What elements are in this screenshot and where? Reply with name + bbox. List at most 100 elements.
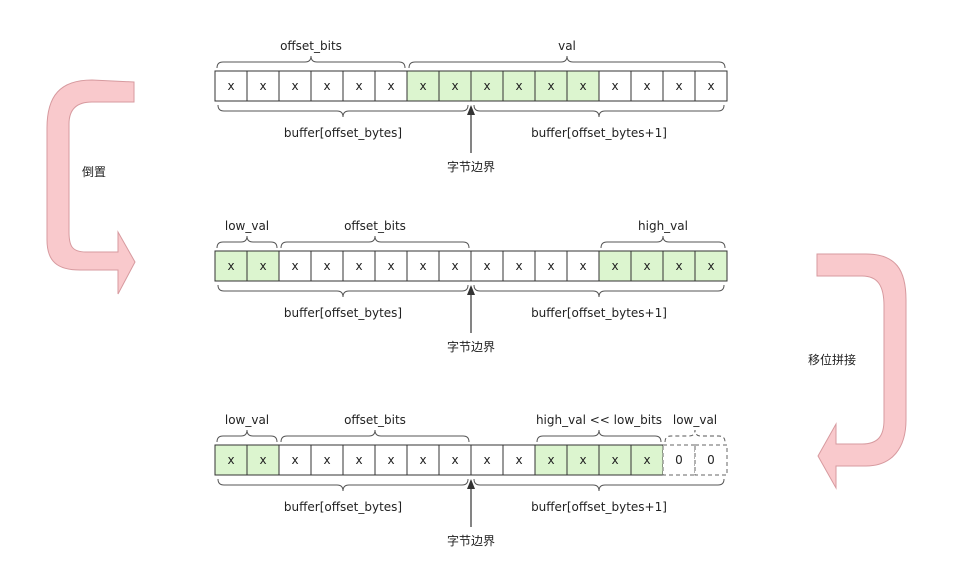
bit-cell-value: x <box>355 259 362 273</box>
bit-cell-value: x <box>323 453 330 467</box>
bit-cell-value: x <box>579 259 586 273</box>
bit-cell-value: x <box>707 259 714 273</box>
top-brace-label: offset_bits <box>344 219 406 233</box>
top-brace-label: low_val <box>673 413 717 427</box>
top-brace <box>664 429 726 443</box>
top-brace <box>600 235 726 249</box>
bit-cell <box>342 70 376 102</box>
byte-boundary-arrowhead <box>467 479 475 489</box>
top-brace <box>536 429 662 443</box>
bit-cell-value: x <box>355 453 362 467</box>
padding-bit-cell <box>694 444 728 476</box>
bit-cell-value: x <box>227 453 234 467</box>
bottom-brace <box>473 284 725 298</box>
bit-cell-value: x <box>515 453 522 467</box>
invert-arrow-shape <box>46 79 136 295</box>
byte-boundary-label: 字节边界 <box>447 159 495 174</box>
bit-cell-value: x <box>579 453 586 467</box>
bit-cell-value: x <box>675 79 682 93</box>
bit-cell-value: x <box>419 453 426 467</box>
bit-cell <box>566 444 600 476</box>
bit-cell-value: x <box>515 259 522 273</box>
bit-cell <box>310 444 344 476</box>
byte-boundary-arrowhead <box>467 285 475 295</box>
bit-cell-value: x <box>451 79 458 93</box>
bit-cell <box>630 250 664 282</box>
bit-cell <box>694 70 728 102</box>
bit-cell <box>438 70 472 102</box>
top-brace <box>408 55 726 69</box>
bit-cell-value: x <box>291 259 298 273</box>
top-brace <box>216 55 406 69</box>
bit-cell <box>374 444 408 476</box>
bit-cell-value: x <box>451 259 458 273</box>
padding-bit-cell <box>662 444 696 476</box>
bit-cell <box>214 250 248 282</box>
bit-cell <box>406 70 440 102</box>
bottom-brace-label: buffer[offset_bytes+1] <box>531 500 667 514</box>
bit-cell-value: x <box>483 79 490 93</box>
bottom-brace-label: buffer[offset_bytes+1] <box>531 126 667 140</box>
bit-cell <box>470 444 504 476</box>
bottom-brace <box>217 478 469 492</box>
top-brace-label: low_val <box>225 413 269 427</box>
bit-cell-value: x <box>387 259 394 273</box>
bit-cell <box>502 70 536 102</box>
bit-cell-value: x <box>227 79 234 93</box>
top-brace <box>216 429 278 443</box>
bit-cell <box>310 250 344 282</box>
invert-arrow-label: 倒置 <box>82 165 106 179</box>
bit-cell-value: 0 <box>675 453 683 467</box>
shift-merge-arrow-shape <box>816 253 907 490</box>
bit-cell-value: x <box>707 79 714 93</box>
bit-cell-value: x <box>547 453 554 467</box>
bit-cell-value: x <box>451 453 458 467</box>
bit-cell <box>278 70 312 102</box>
byte-boundary-label: 字节边界 <box>447 533 495 548</box>
bottom-brace-label: buffer[offset_bytes] <box>284 306 402 320</box>
bit-cell <box>662 250 696 282</box>
top-brace-label: high_val << low_bits <box>536 413 662 427</box>
bit-cell-value: 0 <box>707 453 715 467</box>
bit-cell <box>598 70 632 102</box>
bit-cell <box>374 250 408 282</box>
bit-cell <box>694 250 728 282</box>
byte-boundary-arrowhead <box>467 105 475 115</box>
top-brace-label: offset_bits <box>344 413 406 427</box>
top-brace-label: val <box>558 39 576 53</box>
bit-cell <box>534 250 568 282</box>
bit-cell-value: x <box>259 79 266 93</box>
bit-cell <box>278 444 312 476</box>
bottom-brace <box>473 478 725 492</box>
bit-cell-value: x <box>579 79 586 93</box>
bit-cell-value: x <box>323 79 330 93</box>
bit-cell-value: x <box>611 453 618 467</box>
bit-cell-value: x <box>259 259 266 273</box>
bit-cell-value: x <box>643 259 650 273</box>
bit-cell-value: x <box>643 79 650 93</box>
bit-cell-value: x <box>515 79 522 93</box>
bit-cell-value: x <box>387 79 394 93</box>
bit-rows: x x x x x x x x x x x x x x x x offset_bits val buffer[off… <box>214 39 728 548</box>
bit-cell <box>502 444 536 476</box>
top-brace <box>280 429 470 443</box>
bit-cell-value: x <box>291 79 298 93</box>
bit-cell <box>406 444 440 476</box>
bottom-brace-label: buffer[offset_bytes] <box>284 126 402 140</box>
bit-cell-value: x <box>355 79 362 93</box>
bottom-brace-label: buffer[offset_bytes] <box>284 500 402 514</box>
bit-cell-value: x <box>227 259 234 273</box>
invert-arrow: 倒置 <box>46 79 136 295</box>
shift-merge-arrow: 移位拼接 <box>808 253 907 490</box>
bit-cell-value: x <box>547 79 554 93</box>
bit-cell-value: x <box>675 259 682 273</box>
byte-boundary-label: 字节边界 <box>447 339 495 354</box>
bit-cell <box>470 70 504 102</box>
bit-cell <box>566 70 600 102</box>
bit-cell <box>214 70 248 102</box>
bit-cell <box>630 70 664 102</box>
bit-cell <box>406 250 440 282</box>
